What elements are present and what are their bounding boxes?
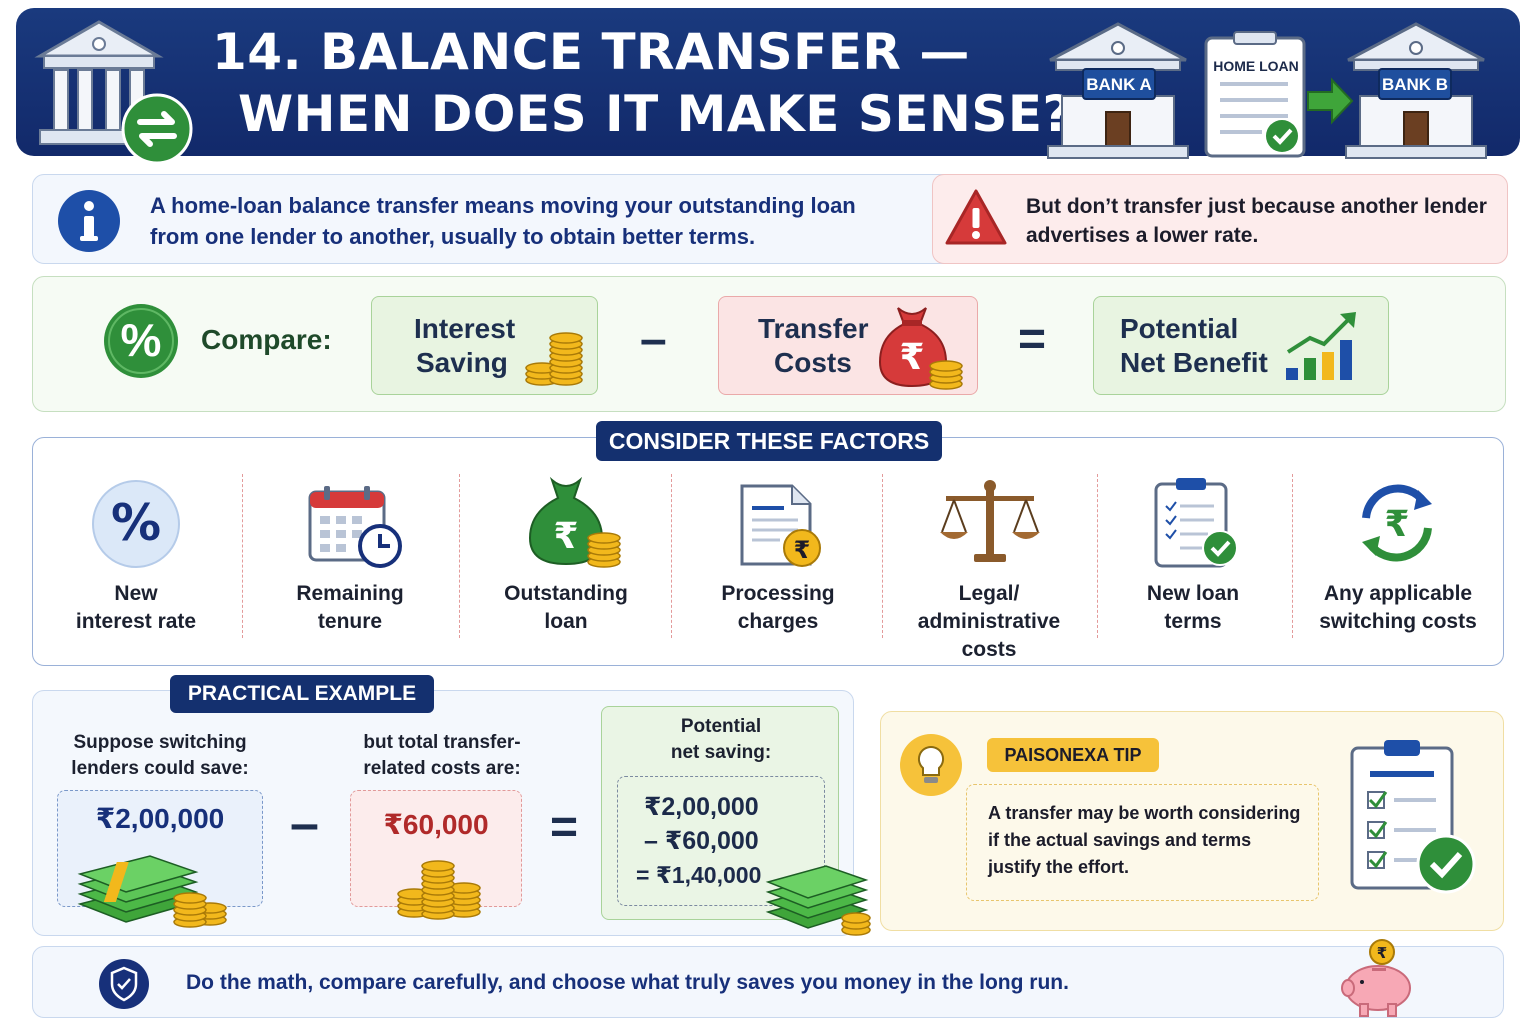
factor-label: Outstanding loan xyxy=(504,582,628,633)
footer-text: Do the math, compare carefully, and choo… xyxy=(186,971,1069,994)
bank-b-label: BANK B xyxy=(1378,68,1452,100)
svg-text:₹: ₹ xyxy=(794,536,811,564)
example-heading: PRACTICAL EXAMPLE xyxy=(170,675,434,713)
coins-icon xyxy=(525,332,583,386)
net-benefit-line2: Net Benefit xyxy=(1120,347,1268,378)
svg-text:₹: ₹ xyxy=(1384,504,1409,545)
transfer-costs-line1: Transfer xyxy=(758,313,869,344)
equals-operator: = xyxy=(1018,313,1047,366)
factor-label: New interest rate xyxy=(75,582,197,633)
factor-divider xyxy=(242,474,243,638)
switch-rupee-icon: ₹ xyxy=(1362,484,1432,562)
shield-icon xyxy=(99,959,149,1009)
bank-b-icon xyxy=(1345,22,1487,159)
svg-text:₹: ₹ xyxy=(1377,944,1387,962)
document-rupee-icon: ₹ xyxy=(740,484,821,567)
factor-label: Processing charges xyxy=(721,582,835,633)
home-loan-label: HOME LOAN xyxy=(1213,58,1299,74)
net-benefit-box xyxy=(1093,296,1389,395)
transfer-arrows-icon xyxy=(121,93,193,165)
calc-line-3: = ₹1,40,000 xyxy=(636,862,762,888)
checklist-icon xyxy=(1350,740,1476,894)
calc-line-1: ₹2,00,000 xyxy=(644,793,759,821)
warning-icon xyxy=(945,189,1007,245)
interest-saving-line1: Interest xyxy=(414,313,516,344)
warning-text-line1: But don’t transfer just because another … xyxy=(1026,195,1487,218)
costs-amount: ₹60,000 xyxy=(383,809,489,840)
footer-panel xyxy=(32,946,1504,1018)
percent-icon xyxy=(104,304,178,378)
example-caption-2: but total transfer- related costs are: xyxy=(363,732,521,779)
info-icon xyxy=(58,190,120,252)
interest-saving-line2: Saving xyxy=(416,347,508,378)
transfer-costs-line2: Costs xyxy=(774,347,852,378)
cash-stack-icon xyxy=(765,865,871,936)
minus-operator: – xyxy=(640,313,667,366)
lightbulb-icon xyxy=(900,734,962,796)
calendar-clock-icon xyxy=(308,486,402,568)
warning-text-line2: advertises a lower rate. xyxy=(1026,224,1259,247)
money-bag-icon: ₹ xyxy=(528,476,621,568)
factor-divider xyxy=(1292,474,1293,638)
factor-label: Remaining tenure xyxy=(296,582,404,633)
factor-divider xyxy=(671,474,672,638)
cash-stack-icon xyxy=(77,855,227,928)
coins-icon xyxy=(397,860,481,920)
info-text-line2: from one lender to another, usually to o… xyxy=(150,224,756,249)
tip-text: A transfer may be worth considering if t… xyxy=(988,803,1301,877)
calc-box xyxy=(617,776,825,906)
svg-text:%: % xyxy=(111,494,161,552)
compare-label: Compare: xyxy=(201,324,332,355)
piggy-bank-icon: ₹ xyxy=(1341,939,1411,1017)
factor-label: Legal/ administrative costs xyxy=(917,582,1061,661)
warning-panel xyxy=(932,174,1508,264)
percent-symbol: % xyxy=(120,314,162,366)
interest-rate-icon: % xyxy=(92,480,180,568)
factor-divider xyxy=(1097,474,1098,638)
page-title-line2: WHEN DOES IT MAKE SENSE? xyxy=(238,85,1073,143)
net-benefit-line1: Potential xyxy=(1120,313,1239,344)
factor-divider xyxy=(882,474,883,638)
savings-amount: ₹2,00,000 xyxy=(95,803,225,834)
arrow-right-icon xyxy=(1307,77,1354,125)
money-bag-rupee: ₹ xyxy=(899,336,925,377)
factor-label: Any applicable switching costs xyxy=(1319,582,1477,633)
calc-line-2: – ₹60,000 xyxy=(644,827,759,855)
document-check-icon xyxy=(1204,31,1306,158)
clipboard-check-icon xyxy=(1154,478,1238,568)
example-caption-1: Suppose switching lenders could save: xyxy=(71,732,249,779)
example-equals: = xyxy=(550,801,579,854)
factor-divider xyxy=(459,474,460,638)
bank-a-icon xyxy=(1047,22,1189,159)
svg-text:₹: ₹ xyxy=(553,516,578,557)
example-minus: – xyxy=(290,795,319,853)
tip-box xyxy=(966,784,1319,901)
example-caption-3: Potential net saving: xyxy=(670,716,772,763)
page-title-line1: 14. BALANCE TRANSFER — xyxy=(212,23,970,81)
info-text-line1: A home-loan balance transfer means movin… xyxy=(150,193,856,218)
factors-heading: CONSIDER THESE FACTORS xyxy=(596,421,942,461)
scales-icon xyxy=(940,480,1040,562)
money-bag-icon xyxy=(878,307,963,390)
bank-a-label: BANK A xyxy=(1082,68,1156,100)
tip-tag: PAISONEXA TIP xyxy=(987,738,1159,772)
factor-label: New loan terms xyxy=(1146,582,1240,633)
growth-chart-icon xyxy=(1286,312,1356,380)
